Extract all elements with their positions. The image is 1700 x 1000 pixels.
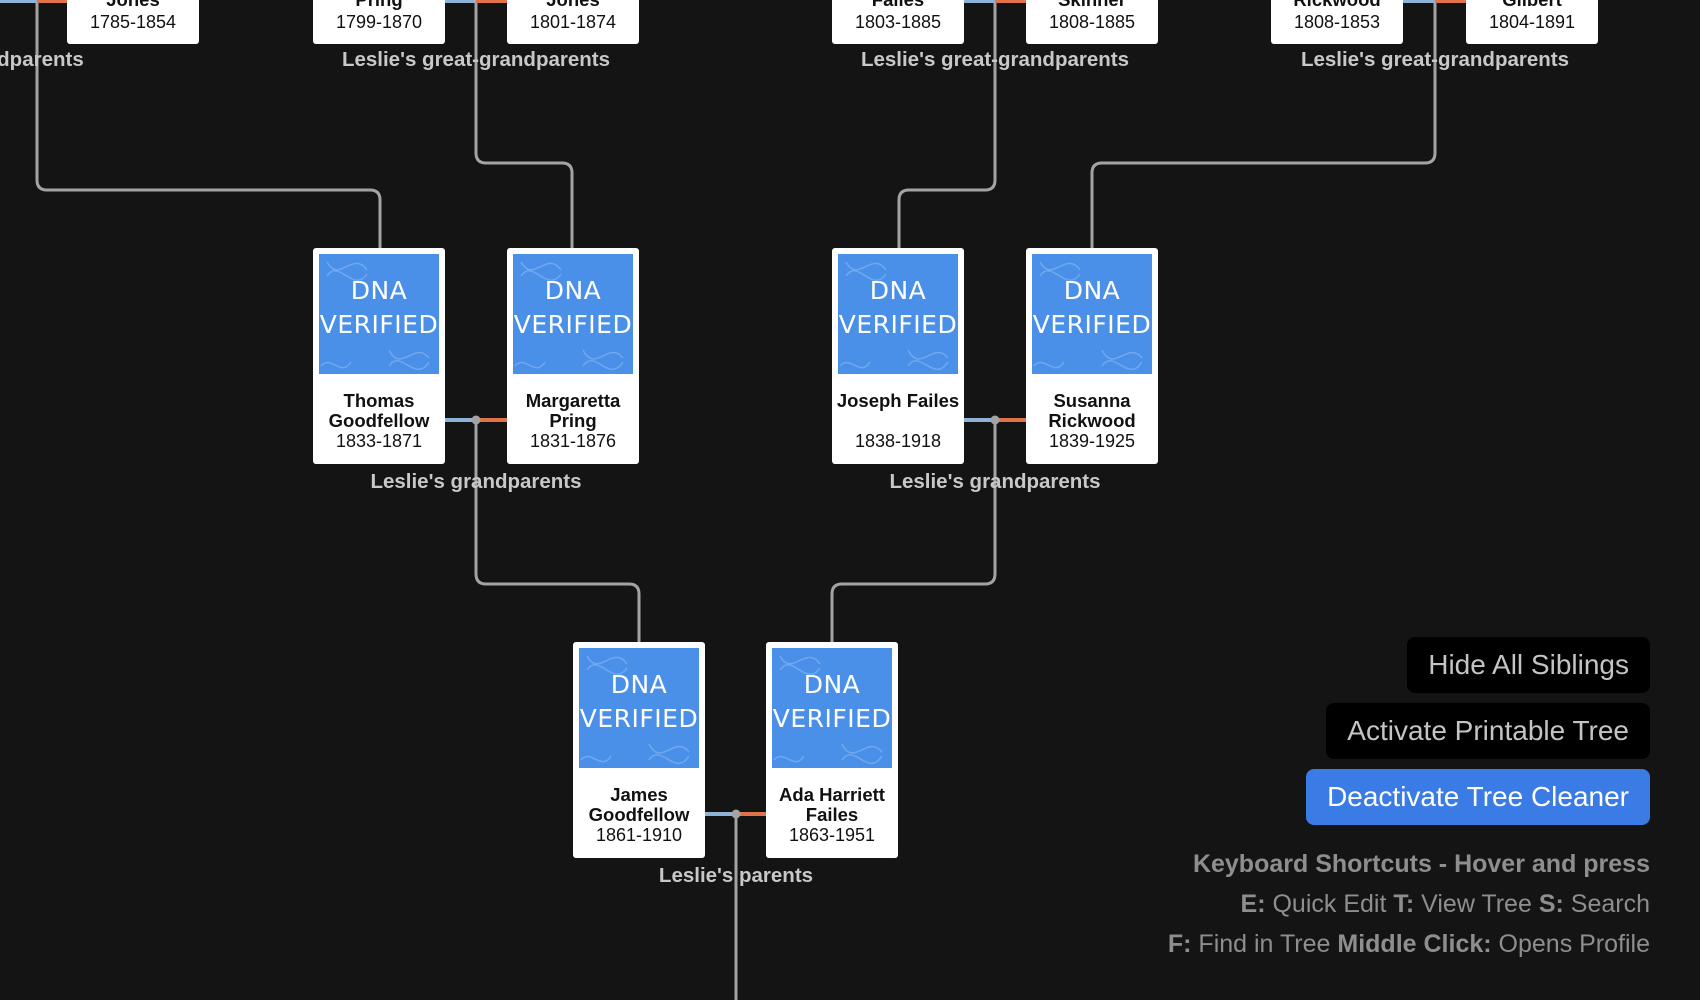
dna-badge-line1: DNA	[350, 276, 408, 305]
person-name: Thomas Goodfellow	[328, 390, 430, 431]
person-dates: 1799-1870	[335, 12, 423, 32]
generation-label: eat-grandparents	[0, 48, 84, 71]
shortcut-key: E:	[1240, 890, 1266, 918]
person-name: Rickwood	[1271, 0, 1403, 11]
dna-badge-line2: VERIFIED	[319, 310, 439, 339]
person-name: Failes	[832, 0, 964, 11]
person-dates: 1785-1854	[89, 12, 177, 32]
dna-badge-line1: DNA	[869, 276, 927, 305]
shortcut-key: Middle Click:	[1337, 930, 1492, 958]
person-dates: 1863-1951	[788, 825, 876, 845]
generation-label: Leslie's parents	[658, 864, 814, 887]
keyboard-shortcuts-line: E: Quick Edit T: View Tree S: Search	[1241, 890, 1650, 919]
keyboard-shortcuts-title: Keyboard Shortcuts - Hover and press	[1193, 850, 1650, 879]
person-dates: 1861-1910	[595, 825, 683, 845]
person-card[interactable]: DNA VERIFIED Thomas Goodfellow 1833-1871	[313, 248, 445, 464]
shortcut-key: F:	[1167, 930, 1192, 958]
person-name: James Goodfellow	[588, 784, 690, 825]
keyboard-shortcuts-line: F: Find in Tree Middle Click: Opens Prof…	[1168, 930, 1650, 959]
person-card[interactable]: DNA VERIFIED Ada Harriett Failes 1863-19…	[766, 642, 898, 858]
dna-badge-line2: VERIFIED	[579, 704, 699, 733]
person-card[interactable]: Skinner 1808-1885	[1026, 0, 1158, 44]
dna-badge-line2: VERIFIED	[1032, 310, 1152, 339]
person-card[interactable]: Pring 1799-1870	[313, 0, 445, 44]
person-dates: 1808-1885	[1048, 12, 1136, 32]
person-name: Joseph Failes	[836, 390, 960, 411]
dna-verified-badge: DNA VERIFIED	[772, 648, 892, 768]
shortcut-desc: Search	[1570, 890, 1650, 918]
dna-verified-badge: DNA VERIFIED	[838, 254, 958, 374]
person-name: Susanna Rickwood	[1048, 390, 1136, 431]
dna-badge-line1: DNA	[610, 670, 668, 699]
dna-badge-line2: VERIFIED	[772, 704, 892, 733]
dna-helix-icon	[773, 655, 883, 764]
shortcut-desc: Quick Edit	[1272, 890, 1387, 918]
dna-helix-icon	[839, 261, 949, 370]
person-name: Gilbert	[1466, 0, 1598, 11]
person-dates: 1833-1871	[335, 431, 423, 451]
dna-verified-badge: DNA VERIFIED	[1032, 254, 1152, 374]
dna-badge-line1: DNA	[803, 670, 861, 699]
person-dates: 1808-1853	[1293, 12, 1381, 32]
person-name: Pring	[313, 0, 445, 11]
person-card[interactable]: Failes 1803-1885	[832, 0, 964, 44]
person-card[interactable]: Rickwood 1808-1853	[1271, 0, 1403, 44]
generation-label: Leslie's great-grandparents	[1300, 48, 1570, 71]
person-dates: 1838-1918	[854, 431, 942, 451]
person-dates: 1803-1885	[854, 12, 942, 32]
person-name: Jones	[67, 0, 199, 11]
dna-helix-icon	[320, 261, 430, 370]
dna-verified-badge: DNA VERIFIED	[513, 254, 633, 374]
person-dates: 1804-1891	[1488, 12, 1576, 32]
person-card[interactable]: DNA VERIFIED Susanna Rickwood 1839-1925	[1026, 248, 1158, 464]
shortcut-key: T:	[1393, 890, 1415, 918]
person-dates: 1801-1874	[529, 12, 617, 32]
shortcut-desc: View Tree	[1421, 890, 1532, 918]
shortcut-desc: Find in Tree	[1198, 930, 1331, 958]
shortcut-key: S:	[1538, 890, 1564, 918]
person-card[interactable]: Gilbert 1804-1891	[1466, 0, 1598, 44]
generation-label: Leslie's great-grandparents	[341, 48, 611, 71]
dna-badge-line2: VERIFIED	[838, 310, 958, 339]
generation-label: Leslie's great-grandparents	[860, 48, 1130, 71]
shortcuts-title-text: Keyboard Shortcuts - Hover and press	[1192, 850, 1650, 878]
dna-badge-line1: DNA	[1063, 276, 1121, 305]
activate-printable-tree-button[interactable]: Activate Printable Tree	[1326, 703, 1650, 759]
dna-helix-icon	[580, 655, 690, 764]
dna-verified-badge: DNA VERIFIED	[579, 648, 699, 768]
dna-badge-line1: DNA	[544, 276, 602, 305]
person-dates: 1831-1876	[529, 431, 617, 451]
dna-helix-icon	[1033, 261, 1143, 370]
dna-badge-line2: VERIFIED	[513, 310, 633, 339]
deactivate-tree-cleaner-button[interactable]: Deactivate Tree Cleaner	[1306, 769, 1650, 825]
person-dates: 1839-1925	[1048, 431, 1136, 451]
dna-verified-badge: DNA VERIFIED	[319, 254, 439, 374]
person-name: Skinner	[1026, 0, 1158, 11]
person-card[interactable]: DNA VERIFIED Margaretta Pring 1831-1876	[507, 248, 639, 464]
person-name: Margaretta Pring	[525, 390, 621, 431]
person-card[interactable]: Jones 1785-1854	[67, 0, 199, 44]
person-name: Ada Harriett Failes	[779, 784, 885, 825]
generation-label: Leslie's grandparents	[889, 470, 1101, 493]
person-card[interactable]: DNA VERIFIED James Goodfellow 1861-1910	[573, 642, 705, 858]
hide-all-siblings-button[interactable]: Hide All Siblings	[1407, 637, 1650, 693]
person-name: Jones	[507, 0, 639, 11]
person-card[interactable]: Jones 1801-1874	[507, 0, 639, 44]
generation-label: Leslie's grandparents	[370, 470, 582, 493]
dna-helix-icon	[514, 261, 624, 370]
person-card[interactable]: DNA VERIFIED Joseph Failes 1838-1918	[832, 248, 964, 464]
shortcut-desc: Opens Profile	[1498, 930, 1650, 958]
